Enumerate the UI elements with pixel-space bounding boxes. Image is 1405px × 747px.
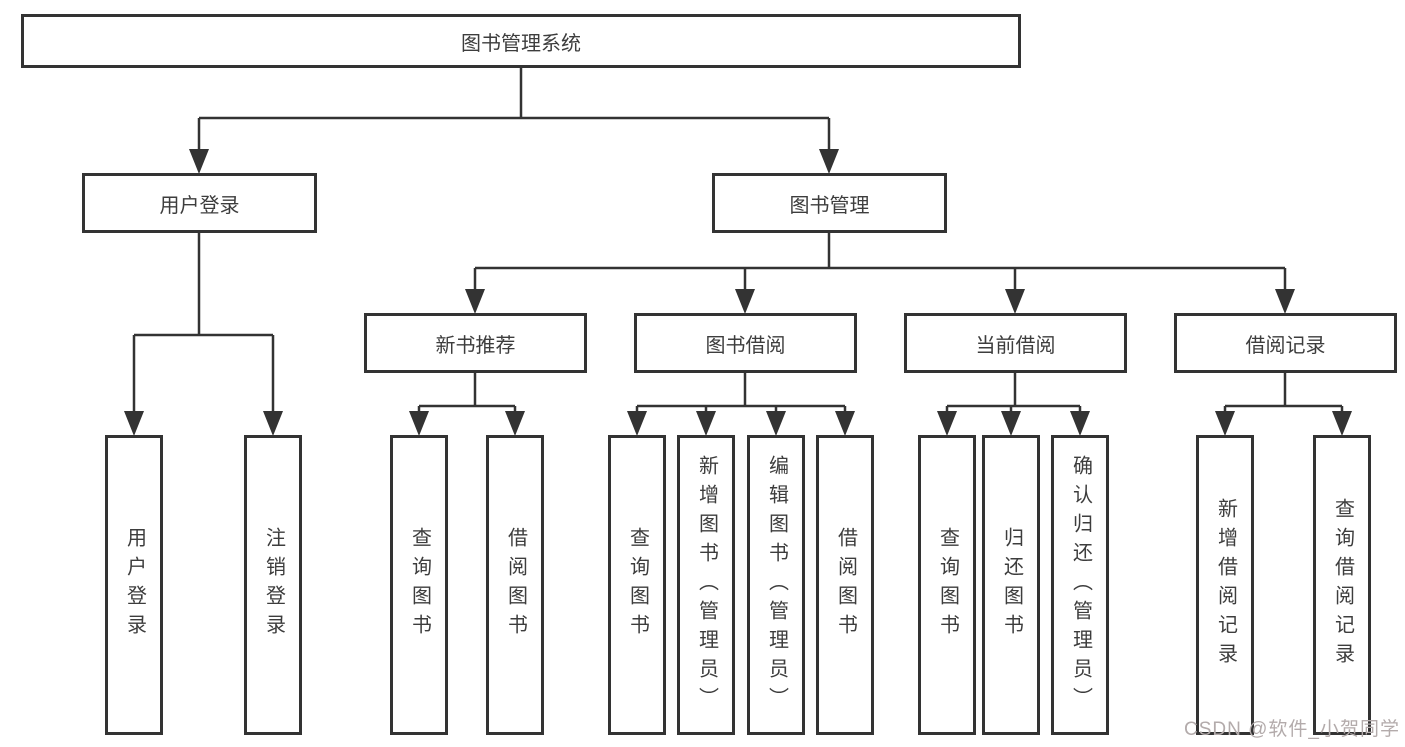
leaf-cb-confirm-return-admin: 确认归还（管理员） — [1051, 435, 1109, 735]
node-label: 查询图书 — [626, 527, 649, 643]
node-label: 借阅记录 — [1245, 334, 1326, 357]
leaf-bb-query-books: 查询图书 — [608, 435, 666, 735]
leaf-cb-return-books: 归还图书 — [982, 435, 1040, 735]
node-label: 新增借阅记录 — [1214, 498, 1237, 672]
node-label: 归还图书 — [1000, 527, 1023, 643]
node-label: 图书管理系统 — [461, 32, 581, 55]
node-label: 查询借阅记录 — [1331, 498, 1354, 672]
leaf-cb-query-books: 查询图书 — [918, 435, 976, 735]
leaf-nbr-query-books: 查询图书 — [390, 435, 448, 735]
node-label: 用户登录 — [123, 527, 146, 643]
node-label: 新书推荐 — [435, 334, 516, 357]
leaf-bb-add-books-admin: 新增图书（管理员） — [677, 435, 735, 735]
leaf-nbr-borrow-books: 借阅图书 — [486, 435, 544, 735]
node-label: 图书借阅 — [705, 334, 786, 357]
node-label: 当前借阅 — [975, 334, 1056, 357]
leaf-user-login: 用户登录 — [105, 435, 163, 735]
leaf-bb-borrow-books: 借阅图书 — [816, 435, 874, 735]
node-label: 注销登录 — [262, 527, 285, 643]
node-borrowing-records: 借阅记录 — [1174, 313, 1397, 373]
node-label: 图书管理 — [789, 194, 870, 217]
watermark-text: CSDN @软件_小贺同学 — [1184, 719, 1400, 740]
node-label: 借阅图书 — [834, 527, 857, 643]
leaf-br-query-record: 查询借阅记录 — [1313, 435, 1371, 735]
node-label: 查询图书 — [408, 527, 431, 643]
node-current-borrowing: 当前借阅 — [904, 313, 1127, 373]
node-new-book-recommend: 新书推荐 — [364, 313, 587, 373]
node-label: 新增图书（管理员） — [695, 454, 718, 716]
node-label: 编辑图书（管理员） — [765, 454, 788, 716]
node-library-management-system: 图书管理系统 — [21, 14, 1021, 68]
node-label: 查询图书 — [936, 527, 959, 643]
node-book-management: 图书管理 — [712, 173, 947, 233]
node-label: 确认归还（管理员） — [1069, 454, 1092, 716]
node-user-login: 用户登录 — [82, 173, 317, 233]
leaf-br-add-record: 新增借阅记录 — [1196, 435, 1254, 735]
node-label: 借阅图书 — [504, 527, 527, 643]
arrowheads — [124, 149, 1352, 436]
leaf-logout: 注销登录 — [244, 435, 302, 735]
leaf-bb-edit-books-admin: 编辑图书（管理员） — [747, 435, 805, 735]
node-label: 用户登录 — [159, 194, 240, 217]
node-book-borrowing: 图书借阅 — [634, 313, 857, 373]
